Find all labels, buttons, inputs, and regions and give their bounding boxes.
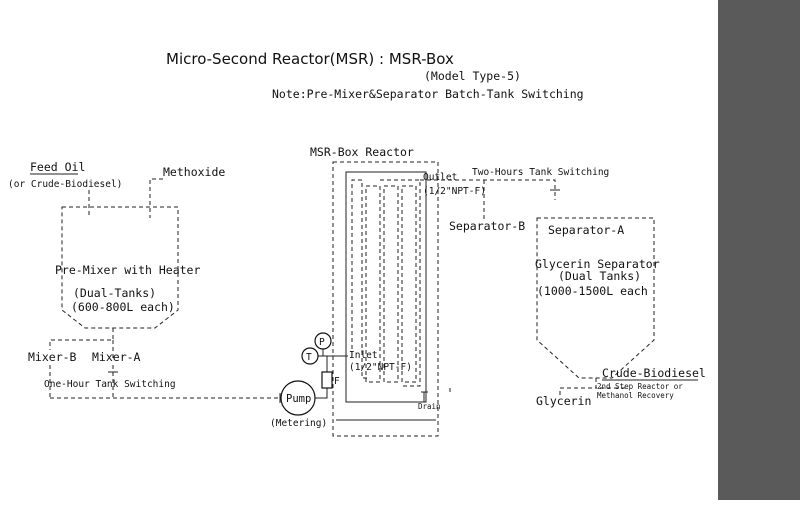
crude-outlet [595,378,628,389]
premixer-tanks: (Dual-Tanks) [73,286,156,300]
pump-metering-label: (Metering) [270,418,327,429]
channel-2 [365,185,381,383]
pressure-gauge [314,332,332,350]
reactor-frame [345,171,427,403]
separator-a-label: Separator-A [548,223,624,237]
channel-3 [383,185,399,383]
outlet-size-label: (1/2"NPT-F) [423,186,486,197]
side-panel [718,0,800,500]
next-step-line-1: 2nd Step Reactor or [597,382,683,391]
channel-4 [401,185,417,383]
batch-note: Note:Pre-Mixer&Separator Batch-Tank Swit… [272,87,584,101]
separator-tanks: (Dual Tanks) [558,269,641,283]
methoxide-label: Methoxide [163,165,225,179]
diagram-title: Micro-Second Reactor(MSR) : MSR-Box [166,50,454,68]
premixer-outlet-b [49,328,114,350]
two-hour-switching-label: Two-Hours Tank Switching [472,167,609,178]
mixer-a-label: Mixer-A [92,350,141,364]
methoxide-line [149,178,163,218]
separator-name: Glycerin Separator [535,257,660,271]
temperature-gauge [301,347,319,365]
pressure-symbol: P [319,337,325,348]
drain-label: Drain [418,402,441,411]
pump-discharge [315,388,328,399]
reactor-enclosure [332,161,439,437]
inlet-label: Inlet [349,350,378,361]
pump-label: Pump [286,393,311,405]
channel-1 [351,179,368,379]
outlet-label: Outlet [423,172,457,183]
feed-oil-alt-label: (or Crude-Biodiesel) [8,179,122,190]
model-type: (Model Type-5) [424,69,521,83]
outlet-line-a [420,179,556,200]
glycerin-label: Glycerin [536,394,591,408]
reactor-title: MSR-Box Reactor [310,145,414,159]
inlet-size-label: (1/2"NPT-F) [349,362,412,373]
premixer-tank [61,206,179,329]
glycerin-outlet [559,378,597,395]
channel-return [380,179,421,387]
next-step-line-2: Methanol Recovery [597,391,674,400]
temperature-symbol: T [306,352,312,363]
premixer-capacity: (600-800L each) [71,300,175,314]
separator-capacity: (1000-1500L each [537,284,648,298]
separator-tank [536,217,655,379]
premixer-name: Pre-Mixer with Heater [55,263,200,277]
separator-b-label: Separator-B [449,219,525,233]
mixer-b-label: Mixer-B [28,350,77,364]
feed-oil-label: Feed Oil [30,160,85,174]
one-hour-switching-label: One-Hour Tank Switching [44,379,176,390]
filter-label: F [334,376,340,387]
crude-biodiesel-label: Crude-Biodiesel [602,366,706,380]
filter-box [321,371,333,389]
